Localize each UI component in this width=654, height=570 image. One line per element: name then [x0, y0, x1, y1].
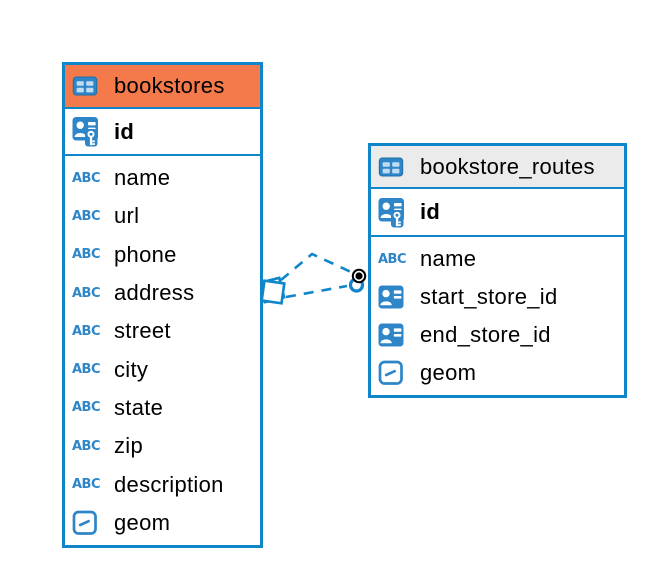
geometry-type-icon — [72, 510, 106, 536]
column-name: city — [114, 356, 149, 382]
column-row-geom[interactable]: geom — [65, 504, 260, 542]
geometry-type-icon — [378, 360, 412, 386]
column-name: state — [114, 394, 164, 420]
table-title: bookstores — [114, 73, 225, 98]
text-type-icon: ABC — [72, 362, 101, 378]
column-name: end_store_id — [420, 322, 551, 347]
text-type-icon: ABC — [72, 208, 101, 224]
table-bookstore-routes[interactable]: bookstore_routes id — [368, 143, 627, 398]
column-name: name — [114, 165, 171, 191]
column-row-start-store-id[interactable]: start_store_id — [371, 278, 624, 316]
primary-key-icon — [72, 116, 106, 147]
column-row-phone[interactable]: ABC phone — [65, 236, 260, 274]
column-list: ABC name ABC url ABC phone ABC address A… — [65, 156, 260, 545]
column-row-zip[interactable]: ABC zip — [65, 427, 260, 465]
column-row-name[interactable]: ABC name — [371, 240, 624, 278]
column-name: zip — [114, 433, 144, 459]
column-row-street[interactable]: ABC street — [65, 312, 260, 350]
column-name: url — [114, 203, 140, 229]
column-name: geom — [420, 360, 477, 385]
text-type-icon: ABC — [72, 438, 101, 454]
table-bookstores[interactable]: bookstores id — [62, 62, 263, 548]
text-type-icon: ABC — [72, 400, 101, 416]
primary-key-row[interactable]: id — [371, 189, 624, 237]
table-title: bookstore_routes — [420, 153, 595, 179]
one-side-marker-dots[interactable] — [348, 268, 367, 293]
column-list: ABC name start_store_id — [371, 237, 624, 395]
column-row-description[interactable]: ABC description — [65, 465, 260, 503]
primary-key-row[interactable]: id — [65, 109, 260, 156]
text-type-icon: ABC — [72, 323, 101, 339]
many-side-marker-squares[interactable] — [258, 276, 286, 305]
text-type-icon: ABC — [378, 251, 407, 267]
text-type-icon: ABC — [72, 170, 101, 186]
column-name: description — [114, 471, 224, 497]
table-bookstores-header[interactable]: bookstores — [65, 65, 260, 109]
column-row-state[interactable]: ABC state — [65, 389, 260, 427]
column-row-geom[interactable]: geom — [371, 354, 624, 392]
column-name: start_store_id — [420, 284, 558, 309]
column-name: address — [114, 280, 195, 306]
column-row-name[interactable]: ABC name — [65, 159, 260, 197]
column-row-city[interactable]: ABC city — [65, 350, 260, 388]
column-name: name — [420, 246, 477, 271]
relationship-line-1[interactable] — [280, 252, 352, 281]
column-row-url[interactable]: ABC url — [65, 197, 260, 235]
reference-type-icon — [378, 322, 412, 348]
column-row-end-store-id[interactable]: end_store_id — [371, 316, 624, 354]
column-row-address[interactable]: ABC address — [65, 274, 260, 312]
table-icon — [72, 73, 106, 99]
primary-key-icon — [378, 197, 412, 228]
text-type-icon: ABC — [72, 285, 101, 301]
table-bookstore-routes-header[interactable]: bookstore_routes — [371, 146, 624, 189]
column-name: street — [114, 318, 171, 344]
text-type-icon: ABC — [72, 477, 101, 493]
column-name: id — [420, 199, 441, 224]
column-name: phone — [114, 241, 177, 267]
relationship-line-2[interactable] — [285, 284, 348, 299]
reference-type-icon — [378, 284, 412, 310]
column-name: id — [114, 118, 135, 144]
text-type-icon: ABC — [72, 247, 101, 263]
table-icon — [378, 154, 412, 180]
column-name: geom — [114, 509, 171, 535]
